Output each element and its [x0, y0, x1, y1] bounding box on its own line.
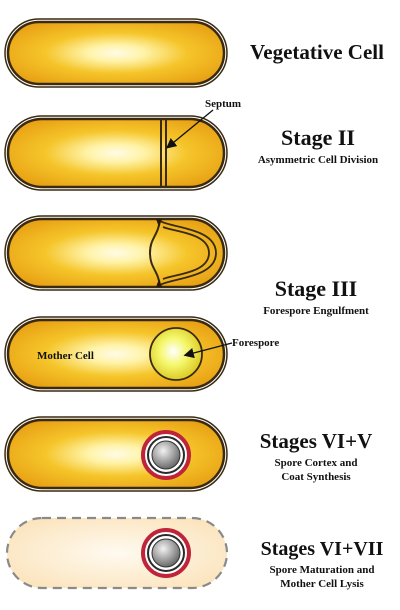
- stage3-title: Stage III: [275, 276, 358, 301]
- vegetative-title: Vegetative Cell: [250, 40, 384, 64]
- vegetative-cell-body: [6, 20, 226, 86]
- forespore-label: Forespore: [232, 337, 279, 349]
- stage45-cell: [4, 416, 228, 492]
- vegetative-cell-outline: [4, 18, 228, 88]
- stage45-title: Stages VI+V: [260, 429, 373, 453]
- stage2-title: Stage II: [281, 125, 355, 150]
- stage2-subtitle: Asymmetric Cell Division: [258, 154, 378, 166]
- engulfing-membrane-arc-outer: [159, 220, 217, 286]
- stage3b-cell-outline: [4, 316, 228, 392]
- stage3b-cell: [4, 316, 233, 392]
- spore-core: [151, 440, 181, 470]
- stage45-subtitle-1: Spore Cortex and: [275, 457, 358, 469]
- stage3a-cell-body: [6, 217, 226, 289]
- vegetative-cell: [4, 18, 228, 88]
- stage45-subtitle-2: Coat Synthesis: [281, 471, 351, 483]
- forespore: [149, 327, 203, 381]
- stage2-cell-body: [6, 117, 226, 189]
- notch-top: [156, 219, 162, 227]
- engulfing-membrane-outer: [148, 219, 161, 287]
- stage3a-cell: [4, 215, 228, 291]
- septum-pointer: [165, 109, 214, 149]
- stage67-subtitle-2: Mother Cell Lysis: [280, 578, 364, 590]
- stage67-title: Stages VI+VII: [261, 538, 384, 560]
- mother-cell-label: Mother Cell: [37, 350, 94, 362]
- engulfing-membrane-arc-inner: [162, 226, 210, 280]
- septum-label: Septum: [205, 98, 241, 110]
- forespore-pointer: [183, 342, 233, 359]
- stage45-cell-outline: [4, 416, 228, 492]
- notch-bottom: [156, 279, 162, 287]
- stage67-cell: [5, 516, 229, 590]
- stage2-cell-outline: [4, 115, 228, 191]
- lysed-cell-body: [5, 516, 229, 590]
- stage45-cell-body: [6, 418, 226, 490]
- mature-spore-core: [151, 538, 181, 568]
- stage2-cell: [4, 109, 228, 191]
- stage67-subtitle-1: Spore Maturation and: [270, 564, 375, 576]
- stage3a-cell-outline: [4, 215, 228, 291]
- stage3-subtitle: Forespore Engulfment: [263, 305, 369, 317]
